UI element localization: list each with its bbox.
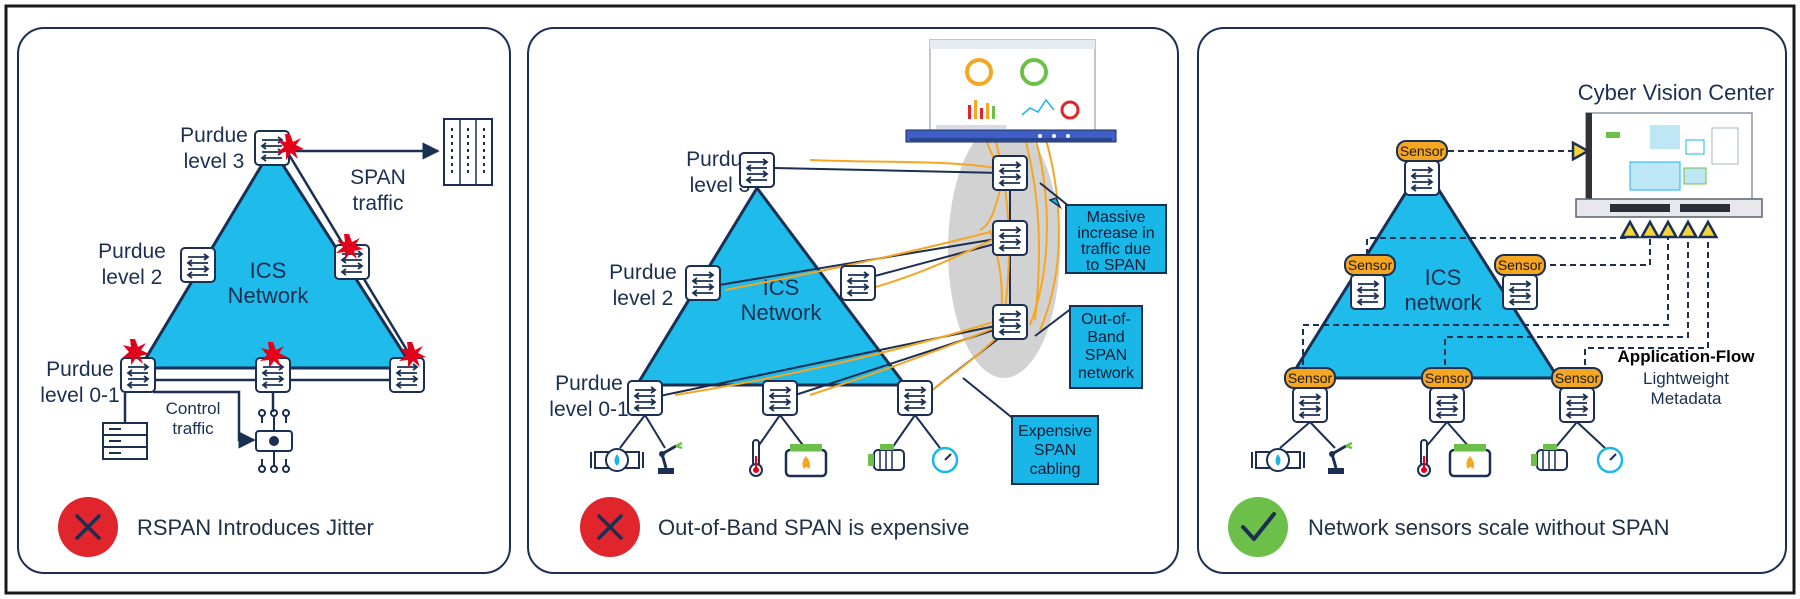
sensor-label: Sensor (1425, 370, 1470, 386)
panel-oob-span: ICS Network (527, 27, 1179, 574)
metadata-label: Metadata (1651, 389, 1722, 408)
control-traffic-arrow (153, 390, 256, 449)
heater-icon (784, 442, 828, 478)
switch-icon (1429, 387, 1465, 423)
purdue-3-label: level 3 (184, 150, 245, 173)
purdue-3-label: level 3 (690, 174, 751, 197)
network-label: ICS (1425, 265, 1462, 290)
callout-expensive-cabling: Expensive SPAN cabling (962, 377, 1099, 485)
purdue-2-label: level 2 (613, 287, 674, 310)
network-label: Network (741, 300, 823, 325)
switch-icon (120, 357, 156, 393)
network-label: Network (228, 283, 310, 308)
dashboard-screen-icon (929, 39, 1096, 133)
panel-2-caption: Out-of-Band SPAN is expensive (658, 515, 969, 540)
sensor-label: Sensor (1498, 257, 1543, 273)
server-rack-icon (443, 118, 493, 186)
switch-icon (840, 265, 876, 301)
svg-text:Massive: Massive (1087, 209, 1146, 226)
metadata-label: Lightweight (1643, 369, 1729, 388)
svg-text:Out-of-: Out-of- (1081, 311, 1131, 328)
x-icon (597, 514, 623, 540)
valve-icon (590, 448, 644, 472)
callout-oob-network: Out-of- Band SPAN network (1034, 305, 1143, 389)
svg-text:increase in: increase in (1077, 225, 1154, 242)
metadata-flows (1302, 151, 1708, 375)
svg-text:cabling: cabling (1030, 461, 1081, 478)
purdue-01-label: Purdue (555, 372, 623, 395)
switch-icon (992, 155, 1028, 191)
switch-icon (1559, 387, 1595, 423)
controller-icon (255, 409, 293, 473)
control-traffic-label: traffic (172, 419, 214, 438)
app-flow-label: Application-Flow (1618, 347, 1756, 366)
control-traffic-label: Control (166, 399, 221, 418)
switch-icon (255, 357, 291, 393)
panel-rspan: ICS Network Purdue level 3 Purdue level … (17, 27, 511, 574)
sensor-label: Sensor (1348, 257, 1393, 273)
switch-icon (685, 265, 721, 301)
span-traffic-label: traffic (353, 192, 404, 215)
sensor-label: Sensor (1555, 370, 1600, 386)
svg-text:network: network (1078, 365, 1135, 382)
x-icon (75, 514, 101, 540)
svg-text:to SPAN: to SPAN (1086, 257, 1146, 274)
status-good-badge (1228, 497, 1288, 557)
dashboard-screen-icon (1585, 112, 1753, 204)
sensor-label: Sensor (1288, 370, 1333, 386)
sensor-label: Sensor (1400, 143, 1445, 159)
check-icon (1241, 512, 1276, 541)
cyber-vision-center-title: Cyber Vision Center (1578, 80, 1774, 105)
svg-text:Expensive: Expensive (1018, 423, 1092, 440)
valve-icon (1251, 448, 1305, 472)
gauge-icon (931, 446, 959, 474)
switch-icon (1350, 274, 1386, 310)
switch-icon (389, 357, 425, 393)
switch-icon (992, 220, 1028, 256)
network-label: network (1404, 290, 1482, 315)
purdue-2-label: Purdue (98, 240, 166, 263)
switch-icon (762, 380, 798, 416)
switch-icon (627, 380, 663, 416)
panel-1-caption: RSPAN Introduces Jitter (137, 515, 374, 540)
appliance-icon (905, 125, 1117, 143)
switch-icon (1404, 160, 1440, 196)
svg-text:traffic due: traffic due (1081, 241, 1151, 258)
appliance-icon (1575, 198, 1763, 218)
span-traffic-label: SPAN (350, 166, 406, 189)
callout-massive-traffic: Massive increase in traffic due to SPAN (1039, 182, 1167, 274)
span-cabling-orange (674, 119, 1060, 396)
purdue-3-label: Purdue (180, 124, 248, 147)
switch-icon (1292, 387, 1328, 423)
heater-icon (1448, 442, 1492, 478)
svg-text:SPAN: SPAN (1034, 442, 1076, 459)
svg-text:Band: Band (1087, 329, 1124, 346)
purdue-3-label: Purdue (686, 148, 754, 171)
switch-icon (739, 152, 775, 188)
panel-sensors: Cyber Vision Center ICS network (1197, 27, 1787, 574)
switch-icon (992, 304, 1028, 340)
outer-frame (4, 4, 1796, 595)
gauge-icon (1596, 446, 1624, 474)
purdue-01-label: Purdue (46, 358, 114, 381)
network-label: ICS (250, 258, 287, 283)
purdue-2-label: level 2 (102, 266, 163, 289)
svg-text:SPAN: SPAN (1085, 347, 1127, 364)
purdue-2-label: Purdue (609, 261, 677, 284)
panel-3-caption: Network sensors scale without SPAN (1308, 515, 1670, 540)
switch-icon (1502, 274, 1538, 310)
purdue-01-label: level 0-1 (549, 398, 628, 421)
plc-icon (102, 422, 148, 460)
switch-icon (180, 247, 216, 283)
switch-icon (897, 380, 933, 416)
purdue-01-label: level 0-1 (40, 384, 119, 407)
